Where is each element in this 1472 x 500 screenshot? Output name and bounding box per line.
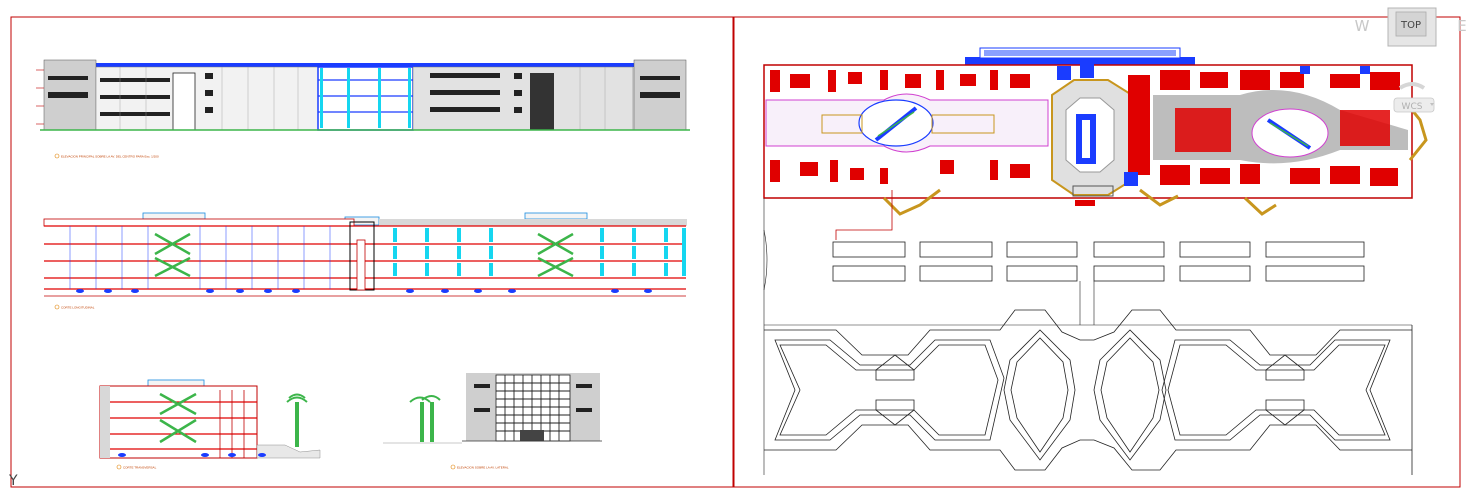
- svg-text:ELEVACION SOBRE LA AV. LATERAL: ELEVACION SOBRE LA AV. LATERAL: [457, 466, 509, 470]
- plaza-pattern: [764, 309, 1413, 475]
- svg-text:CORTE LONGITUDINAL: CORTE LONGITUDINAL: [61, 306, 95, 310]
- wcs-label: WCS: [1402, 102, 1423, 112]
- compass-ring: [1398, 82, 1426, 90]
- viewcube-top-face[interactable]: [1395, 11, 1427, 37]
- svg-text:ELEVACION PRINCIPAL SOBRE LA A: ELEVACION PRINCIPAL SOBRE LA AV. DEL CEN…: [61, 155, 159, 159]
- right-sheet-border: [733, 16, 1461, 488]
- compass-east-label[interactable]: E: [1457, 17, 1466, 35]
- site-lines: [763, 198, 1412, 475]
- longitudinal-section-caption: CORTE LONGITUDINAL: [54, 304, 95, 310]
- cross-section-drawing: [99, 379, 321, 459]
- side-elevation-drawing: [383, 373, 602, 444]
- viewcube-widget[interactable]: TOP W E WCS: [1355, 7, 1467, 113]
- parking-layout: [832, 241, 1365, 282]
- ucs-y-axis-label: Y: [8, 473, 18, 489]
- cross-section-caption: CORTE TRANSVERSAL: [116, 464, 157, 470]
- front-elevation-drawing: [36, 59, 690, 131]
- chevron-down-icon: [1430, 103, 1434, 106]
- wcs-menu-button[interactable]: [1393, 97, 1435, 113]
- left-sheet-border: [10, 16, 734, 488]
- ucs-icon: Y: [8, 473, 18, 489]
- side-elevation-caption: ELEVACION SOBRE LA AV. LATERAL: [450, 464, 509, 470]
- viewcube-face-label: TOP: [1400, 20, 1421, 31]
- floor-plan-drawing: [763, 47, 1428, 240]
- svg-text:CORTE TRANSVERSAL: CORTE TRANSVERSAL: [123, 466, 157, 470]
- front-elevation-caption: ELEVACION PRINCIPAL SOBRE LA AV. DEL CEN…: [54, 153, 159, 159]
- compass-west-label[interactable]: W: [1355, 17, 1370, 35]
- longitudinal-section-drawing: [43, 212, 687, 297]
